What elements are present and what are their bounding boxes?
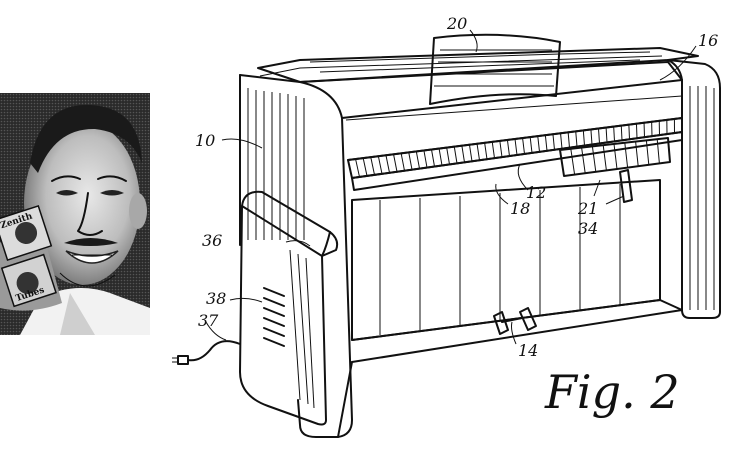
ref-37: 37 [198, 311, 219, 330]
keyboard-key-line [377, 156, 383, 174]
ref-10: 10 [195, 131, 215, 150]
keyboard-key-line [635, 123, 638, 139]
keyboard-key-line [484, 142, 488, 160]
speaker-grille [263, 287, 285, 347]
ref-38: 38 [206, 289, 226, 308]
keyboard-key-line [408, 152, 413, 170]
ref-12: 12 [526, 183, 546, 202]
keyboard-key-line [620, 125, 623, 141]
control-tablet-divider [570, 148, 576, 175]
keyboard-key-line [393, 154, 398, 172]
leader-lines [205, 29, 697, 345]
ref-20: 20 [446, 14, 467, 33]
control-tablet-divider [602, 145, 607, 171]
keyboard-key-line [628, 124, 630, 140]
control-tablet-row [559, 137, 671, 177]
keyboard [347, 117, 683, 191]
keyboard-key-line [567, 132, 570, 148]
keyboard-key-line [605, 127, 608, 143]
control-tablet-divider [624, 142, 629, 168]
keyboard-key-line [476, 143, 480, 161]
control-tablet-divider [645, 140, 650, 165]
keyboard-key-line [415, 151, 420, 169]
control-tablet-divider [656, 139, 660, 164]
keyboard-key-line [575, 131, 578, 147]
ref-34: 34 [578, 219, 598, 238]
keyboard-key-line [461, 145, 465, 163]
keyboard-key-line [400, 153, 405, 171]
keyboard-key-line [370, 157, 375, 175]
keyboard-key-line [362, 157, 368, 177]
speaker-cabinet [239, 190, 339, 426]
keyboard-key-line [582, 130, 585, 146]
knee-lever [619, 169, 633, 203]
portrait-photo-art: Zenith Tubes [0, 93, 150, 335]
power-cord [172, 340, 241, 365]
keyboard-key-line [446, 147, 450, 165]
keyboard-key-line [529, 137, 533, 153]
ref-16: 16 [698, 31, 718, 50]
right-side-panel [667, 59, 721, 319]
keyboard-key-line [423, 150, 428, 168]
keyboard-key-line [590, 129, 593, 145]
keyboard-key-line [598, 128, 600, 144]
keyboard-key-line [560, 133, 563, 149]
keyboard-key-line [431, 149, 435, 167]
keyboard-key-line [522, 137, 525, 155]
control-tablet-divider [591, 146, 597, 172]
keyboard-key-line [385, 155, 390, 173]
keyboard-key-line [491, 141, 495, 159]
keyboard-key-line [544, 135, 548, 151]
ref-14: 14 [518, 341, 538, 360]
expression-pedals [493, 307, 537, 335]
keyboard-key-line [468, 144, 473, 162]
ref-18: 18 [510, 199, 530, 218]
control-tablet-divider [613, 143, 618, 170]
keyboard-key-line [613, 126, 615, 142]
top-lid [257, 47, 699, 83]
keyboard-key-line [506, 139, 510, 157]
control-tablet-divider [581, 147, 586, 174]
keyboard-key-line [537, 136, 540, 152]
figure-label: Fig. 2 [544, 365, 680, 419]
keyboard-key-line [438, 148, 443, 166]
keyboard-key-line [355, 158, 360, 178]
left-side-panel [239, 74, 353, 438]
ref-36: 36 [202, 231, 222, 250]
control-tablet-divider [635, 141, 639, 167]
keyboard-key-line [552, 134, 555, 150]
keyboard-key-line [499, 140, 503, 158]
portrait-photo: Zenith Tubes [0, 93, 150, 335]
ref-21: 21 [577, 199, 598, 218]
keyboard-key-line [514, 138, 518, 156]
keyboard-key-line [453, 146, 458, 164]
